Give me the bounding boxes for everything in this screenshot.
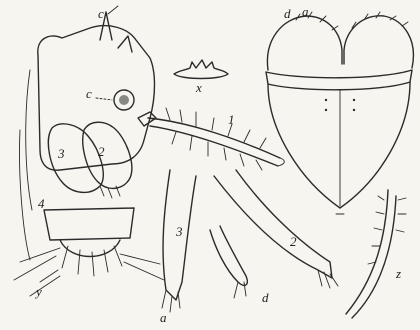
appendage-drawing (162, 170, 338, 312)
label-1: 1 (228, 112, 235, 127)
label-c-eye: c (86, 86, 92, 101)
label-3-lower: 3 (175, 224, 183, 239)
label-d-top: d (284, 6, 291, 21)
label-z: z (395, 266, 401, 281)
label-2: 2 (98, 144, 105, 159)
head-profile-drawing (14, 6, 284, 296)
label-d-lower: d (262, 290, 269, 305)
label-2-lower: 2 (290, 234, 297, 249)
antenna-drawing (138, 108, 284, 170)
figure-x-drawing (174, 60, 228, 79)
label-3: 3 (57, 146, 65, 161)
label-4: 4 (38, 196, 45, 211)
label-x: x (195, 80, 202, 95)
label-y: y (34, 284, 42, 299)
carapace-drawing (266, 12, 413, 318)
label-c-top: c (98, 6, 104, 21)
label-a-lower: a (160, 310, 167, 325)
label-a-top: a (302, 4, 309, 19)
